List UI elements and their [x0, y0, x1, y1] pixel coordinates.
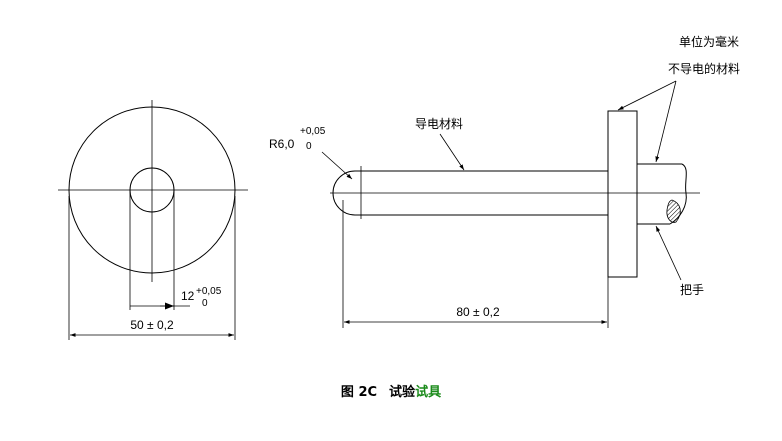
radius-value: R6,0: [269, 137, 295, 151]
end-view: 12 +0,05 0 50 ± 0,2: [58, 100, 248, 340]
conductive-leader: [439, 133, 465, 171]
radius-tolerance-lower: 0: [306, 141, 312, 152]
handle-leader: [655, 225, 682, 281]
bore-tolerance-upper: +0,05: [196, 286, 222, 297]
figure-number: 图 2C: [340, 385, 378, 400]
handle-label: 把手: [680, 283, 704, 297]
nonconductive-material-label: 不导电的材料: [668, 61, 740, 76]
bore-tolerance-lower: 0: [202, 298, 208, 309]
length-dimension-value: 80 ± 0,2: [456, 305, 500, 319]
radius-leader: [321, 151, 353, 180]
outer-dimension-value: 50 ± 0,2: [130, 318, 174, 332]
conductive-material-label: 导电材料: [415, 117, 463, 131]
handle-section-hatch: [666, 199, 681, 223]
figure-caption: 图 2C 试验试具: [0, 381, 782, 400]
figure-title: 试验: [389, 385, 416, 400]
bore-dimension-arrow: [165, 302, 174, 310]
figure-title-highlight: 试具: [415, 385, 442, 400]
unit-note: 单位为毫米: [679, 34, 739, 49]
nonconductive-leader-handle: [655, 80, 677, 163]
radius-tolerance-upper: +0,05: [300, 126, 326, 137]
bore-dimension-value: 12: [181, 289, 195, 303]
nonconductive-flange: [607, 110, 638, 278]
nonconductive-leader-flange: [617, 80, 677, 111]
side-view: R6,0 +0,05 0 导电材料 80 ± 0,2 单位为毫米 不导电的材料 …: [269, 34, 740, 328]
